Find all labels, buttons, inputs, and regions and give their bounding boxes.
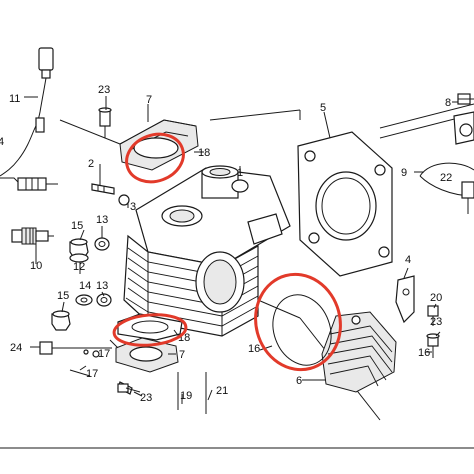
callout-label: 16: [248, 343, 260, 355]
callout-label: 13: [96, 214, 108, 226]
o-ring: [272, 294, 332, 366]
highlight-o-ring-side: [254, 272, 342, 372]
callout-labels: 11 4 23 7 18 1 5 8 3 9 22 2 3 10 15 13 1…: [0, 84, 452, 404]
callout-label: 23: [140, 392, 152, 404]
callout-label: 11: [9, 93, 20, 105]
callout-label: 2: [88, 158, 94, 170]
callout-label: 18: [198, 147, 210, 159]
callout-label: 5: [320, 102, 326, 114]
callout-label: 21: [216, 385, 228, 397]
highlight-gasket-top: [125, 132, 185, 184]
callout-label: 13: [96, 280, 108, 292]
callout-label: 10: [30, 260, 42, 272]
callout-label: 23: [430, 316, 442, 328]
callout-label: 7: [179, 349, 185, 361]
callout-label: 20: [430, 292, 442, 304]
lower-gasket: [117, 313, 183, 341]
tensioner-assembly: [419, 93, 474, 214]
bracket: [395, 275, 415, 324]
callout-label: 23: [98, 84, 110, 96]
callout-label: 17: [98, 348, 110, 360]
highlight-gasket-bottom: [112, 313, 188, 347]
callout-label: 8: [445, 97, 451, 109]
callout-label: 1: [237, 167, 243, 179]
callout-label: 15: [57, 290, 69, 302]
callout-label: 7: [146, 94, 152, 106]
left-fasteners: [39, 183, 141, 395]
callout-label: 24: [10, 342, 22, 354]
callout-label: 12: [73, 261, 85, 273]
callout-label: 22: [440, 172, 452, 184]
callout-label: 9: [401, 167, 407, 179]
callout-label: 3: [130, 201, 136, 213]
callout-label: 19: [180, 390, 192, 402]
callout-label: 15: [71, 220, 83, 232]
callout-label: 6: [296, 375, 302, 387]
callout-label: 14: [79, 280, 91, 292]
cylinder-head: [123, 165, 291, 414]
callout-label: 4: [405, 254, 411, 266]
sensor-assembly: [0, 47, 58, 191]
callout-label: 17: [86, 368, 98, 380]
callout-label: 4: [0, 136, 4, 148]
right-fasteners: [426, 305, 440, 358]
cam-cover: [98, 107, 199, 171]
spark-plug: [11, 227, 54, 245]
insulator: [115, 337, 179, 373]
head-gasket: [297, 103, 474, 277]
callout-label: 16: [418, 347, 430, 359]
